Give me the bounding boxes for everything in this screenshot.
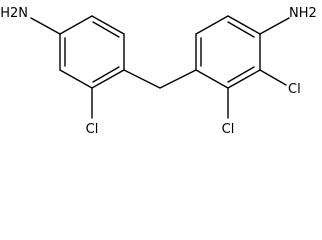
right-benzene-ring xyxy=(195,15,261,89)
atom-label-nh2-right: NH2 xyxy=(289,6,317,21)
bond xyxy=(195,69,229,89)
double-bond-inner xyxy=(227,66,255,83)
atom-label-cl-left: Cl xyxy=(86,122,99,137)
substituent-bonds xyxy=(30,17,290,119)
amine-bond-left xyxy=(30,17,61,35)
chloro-bond-right-upper xyxy=(259,69,287,86)
amine-bond-right xyxy=(259,17,290,35)
bond xyxy=(227,69,261,89)
bond xyxy=(159,69,197,89)
atom-label-nh2-left: H2N xyxy=(0,6,28,21)
bond xyxy=(123,69,161,89)
double-bond-inner xyxy=(92,66,120,83)
bond xyxy=(91,15,125,35)
chemical-structure: H2N Cl NH2 Cl Cl xyxy=(0,6,317,137)
atom-label-cl-right-lower: Cl xyxy=(222,122,235,137)
bond xyxy=(59,69,93,89)
bond xyxy=(227,15,261,35)
bond xyxy=(91,69,125,89)
double-bond-inner xyxy=(227,21,255,38)
bond xyxy=(195,15,229,35)
bond xyxy=(59,15,93,35)
left-benzene-ring xyxy=(59,15,125,89)
atom-label-cl-right-upper: Cl xyxy=(288,82,301,97)
double-bond-inner xyxy=(92,21,120,38)
methylene-bridge xyxy=(123,69,197,89)
